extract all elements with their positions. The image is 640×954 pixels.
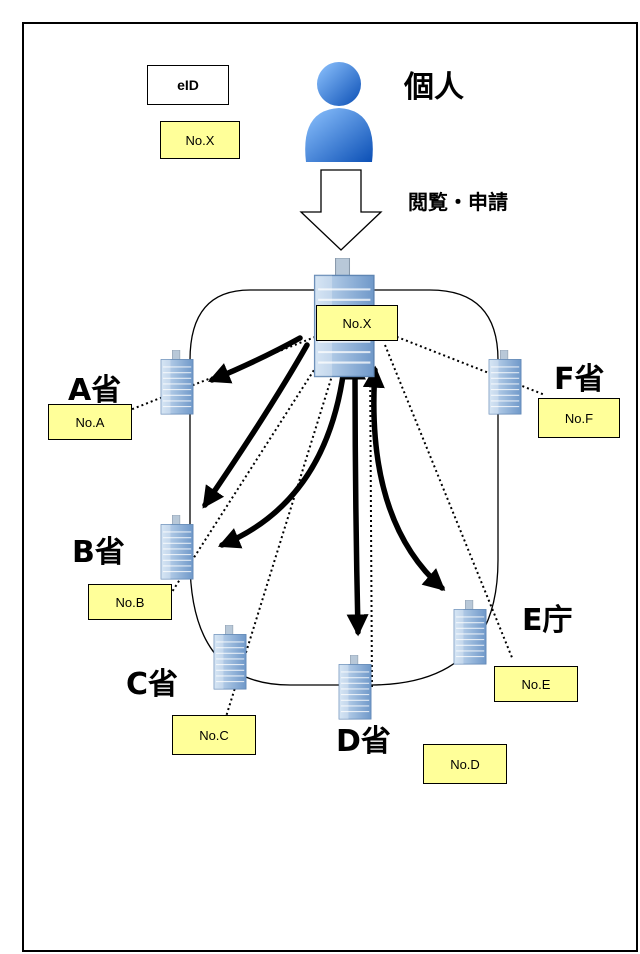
action-label: 閲覧・申請: [408, 190, 508, 214]
building-icon-d: [338, 655, 372, 720]
node-label-d: D省: [336, 724, 391, 759]
node-tag-e: No.E: [494, 666, 578, 702]
building-icon-b: [160, 515, 194, 580]
node-label-b: B省: [72, 535, 125, 570]
building-icon-f: [488, 350, 522, 415]
building-icon-a: [160, 350, 194, 415]
node-label-e: E庁: [522, 603, 573, 638]
down-arrow: [299, 169, 383, 251]
exchange-arrows: [202, 335, 446, 637]
person-icon: [305, 62, 373, 162]
node-tag-a: No.A: [48, 404, 132, 440]
node-tag-b: No.B: [88, 584, 172, 620]
eid-box: eID: [147, 65, 229, 105]
node-tag-c: No.C: [172, 715, 256, 755]
node-tag-d: No.D: [423, 744, 507, 784]
node-tag-f: No.F: [538, 398, 620, 438]
building-icon-c: [213, 625, 247, 690]
node-label-c: C省: [126, 667, 179, 702]
building-icon-e: [453, 600, 487, 665]
person-label: 個人: [404, 70, 464, 105]
diagram-frame: [22, 22, 638, 952]
node-label-a: A省: [68, 373, 122, 408]
node-label-f: F省: [554, 362, 605, 397]
central-number-tag: No.X: [316, 305, 398, 341]
eid-number-tag: No.X: [160, 121, 240, 159]
